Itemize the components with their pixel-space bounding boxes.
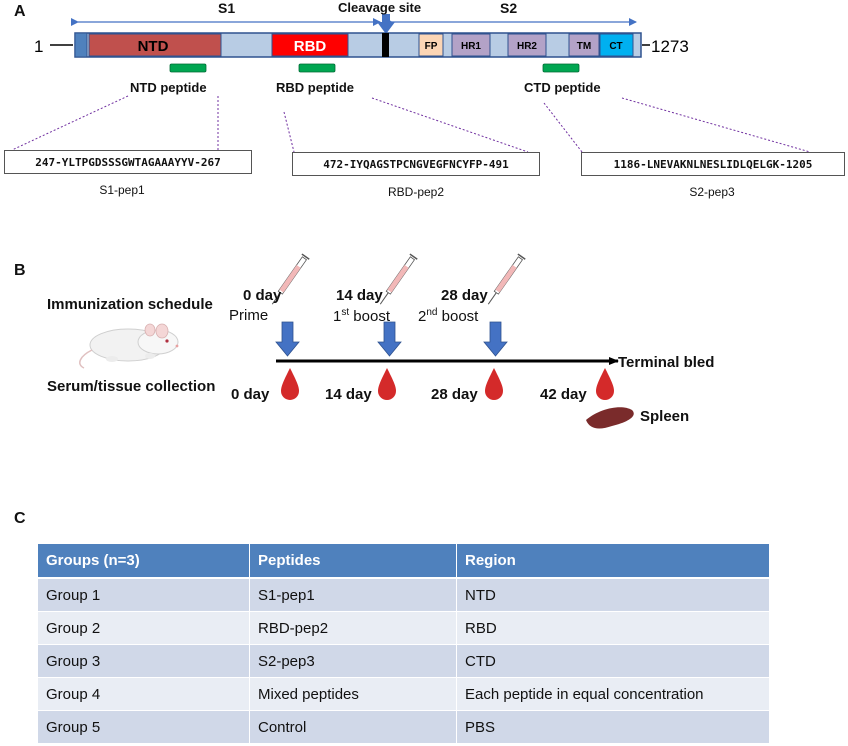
- panel-a-letter: A: [14, 3, 26, 20]
- rbd-peptide-label: RBD peptide: [276, 80, 354, 95]
- ct-domain: [599, 33, 634, 57]
- table-cell: RBD-pep2: [249, 611, 457, 645]
- ctd-peptide-label: CTD peptide: [524, 80, 601, 95]
- syringe-icon: [271, 253, 310, 305]
- table-row: Group 3 S2-pep3 CTD: [38, 644, 770, 678]
- peptide-sequence-box: 1186-LNEVAKNLNESLIDLQELGK-1205: [581, 152, 845, 176]
- spleen-icon: [586, 407, 634, 429]
- table-header: Groups (n=3): [38, 544, 250, 579]
- peptide-connectors: [11, 95, 811, 153]
- table-header-row: Groups (n=3) Peptides Region: [38, 544, 770, 579]
- ct-label: CT: [609, 41, 622, 52]
- blood-drop-icon: [281, 368, 299, 400]
- collection-day: 0 day: [231, 386, 270, 403]
- blood-drop-icon: [596, 368, 614, 400]
- table-cell: Group 2: [38, 611, 250, 645]
- rbd-domain: [271, 33, 349, 57]
- ntd-label: NTD: [138, 38, 169, 55]
- dose-type: Prime: [229, 307, 269, 324]
- cleavage-site-mark: [382, 33, 389, 57]
- table-cell: Group 5: [38, 710, 250, 744]
- table-row: Group 5 Control PBS: [38, 710, 770, 744]
- table-cell: S1-pep1: [249, 578, 457, 612]
- peptide-name: S2-pep3: [689, 185, 735, 199]
- peptide-sequence-box: 247-YLTPGDSSSGWTAGAAAYYV-267: [4, 150, 252, 174]
- dose-type-number: 2: [418, 308, 427, 325]
- ntd-peptide-label: NTD peptide: [130, 80, 207, 95]
- dose-day: 14 day: [336, 287, 383, 304]
- ntd-peptide-bar: [169, 63, 207, 73]
- table-header: Region: [456, 544, 770, 579]
- peptide-name: RBD-pep2: [387, 185, 445, 199]
- table-cell: Control: [249, 710, 457, 744]
- dose-type-ordinal: st: [341, 307, 350, 318]
- groups-table: Groups (n=3) Peptides Region Group 1 S1-…: [38, 544, 770, 744]
- table-row: Group 2 RBD-pep2 RBD: [38, 611, 770, 645]
- collection-day: 28 day: [431, 386, 478, 403]
- blood-drop-icon: [378, 368, 396, 400]
- fp-domain: [418, 33, 444, 57]
- hr1-domain: [451, 33, 491, 57]
- table-cell: Mixed peptides: [249, 677, 457, 711]
- blood-drop-icon: [485, 368, 503, 400]
- rbd-peptide-bar: [298, 63, 336, 73]
- dose-type-word: boost: [437, 308, 479, 325]
- ctd-peptide-bar: [542, 63, 580, 73]
- immunization-schedule-label: Immunization schedule: [47, 296, 213, 313]
- hr1-label: HR1: [461, 41, 481, 52]
- syringe-icon: [487, 253, 526, 305]
- panel-b-letter: B: [14, 262, 26, 279]
- ntd-domain: [88, 33, 222, 57]
- injection-arrow-icon: [377, 321, 402, 357]
- table-cell: Group 4: [38, 677, 250, 711]
- cleavage-site-label: Cleavage site: [338, 0, 422, 15]
- fp-label: FP: [425, 41, 438, 52]
- mouse-icon: [79, 323, 179, 369]
- rbd-label: RBD: [294, 38, 327, 55]
- hr2-label: HR2: [517, 41, 537, 52]
- injection-arrow-icon: [275, 321, 300, 357]
- hr2-domain: [507, 33, 547, 57]
- table-cell: PBS: [456, 710, 770, 744]
- table-cell: RBD: [456, 611, 770, 645]
- terminal-bled-label: Terminal bled: [618, 354, 715, 371]
- s1-label: S1: [218, 0, 236, 16]
- tm-domain: [568, 33, 600, 57]
- peptide-sequence-box: 472-IYQAGSTPCNGVEGFNCYFP-491: [292, 152, 540, 176]
- table-cell: Each peptide in equal concentration: [456, 677, 770, 711]
- collection-day: 14 day: [325, 386, 372, 403]
- dose-type-number: 1: [333, 308, 342, 325]
- injection-arrow-icon: [483, 321, 508, 357]
- serum-collection-label: Serum/tissue collection: [47, 378, 216, 395]
- table-header: Peptides: [249, 544, 457, 579]
- spleen-label: Spleen: [640, 408, 690, 425]
- table-row: Group 1 S1-pep1 NTD: [38, 578, 770, 612]
- peptide-name: S1-pep1: [99, 183, 145, 197]
- dose-type-word: boost: [349, 308, 390, 325]
- dose-day: 28 day: [441, 287, 488, 304]
- collection-day: 42 day: [540, 386, 587, 403]
- table-cell: S2-pep3: [249, 644, 457, 678]
- syringe-icon: [379, 253, 418, 305]
- table-cell: Group 1: [38, 578, 250, 612]
- residue-end: 1273: [651, 37, 689, 56]
- dose-type-ordinal: nd: [426, 307, 438, 318]
- table-cell: Group 3: [38, 644, 250, 678]
- table-cell: NTD: [456, 578, 770, 612]
- residue-start: 1: [34, 37, 43, 56]
- signal-peptide-domain: [74, 32, 88, 58]
- cleavage-arrow-icon: [377, 14, 395, 34]
- tm-label: TM: [577, 41, 591, 52]
- dose-type: 1st boost: [333, 307, 390, 325]
- dose-type: 2nd boost: [418, 307, 478, 325]
- table-cell: CTD: [456, 644, 770, 678]
- panel-c-letter: C: [14, 510, 26, 527]
- dose-day: 0 day: [243, 287, 282, 304]
- table-row: Group 4 Mixed peptides Each peptide in e…: [38, 677, 770, 711]
- s2-label: S2: [500, 0, 518, 16]
